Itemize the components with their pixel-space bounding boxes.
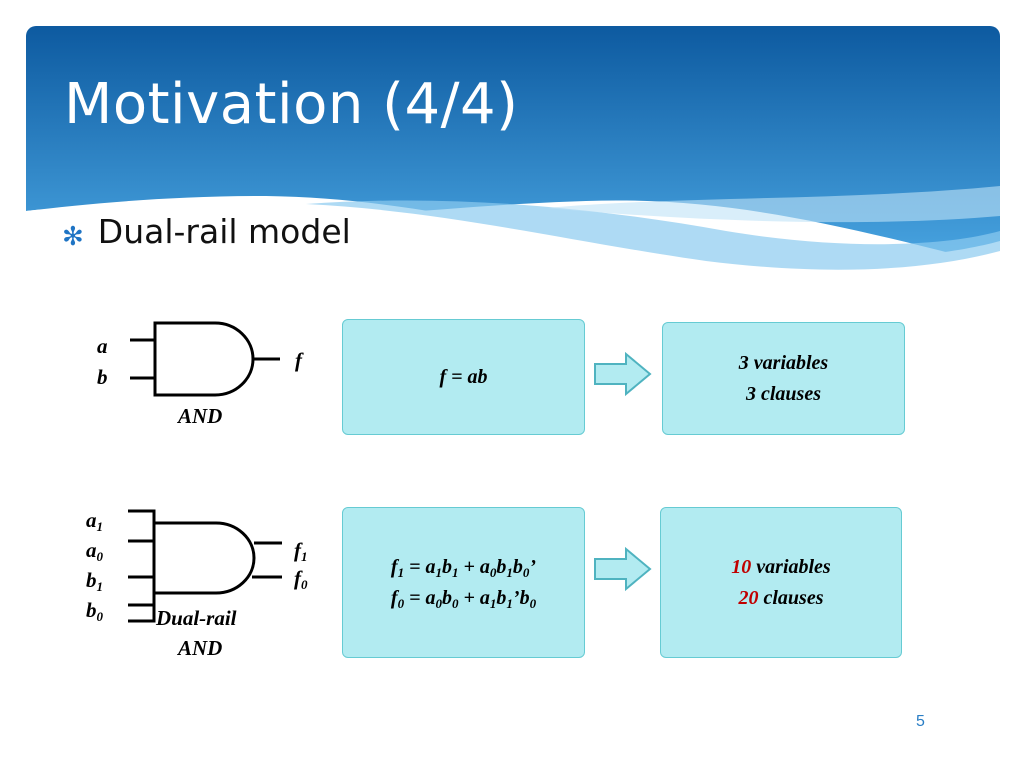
gate-output-f0: f0 (294, 566, 308, 592)
dual-rail-expression-box: f1 = a1b1 + a0b1b0’ f0 = a0b0 + a1b1’b0 (342, 507, 585, 658)
right-arrow-icon (594, 547, 652, 592)
gate-caption-line1: Dual-rail (156, 606, 237, 630)
bullet-text: Dual-rail model (97, 212, 351, 251)
right-arrow-icon (594, 352, 652, 397)
dual-rail-and-gate-symbol (128, 509, 282, 623)
gate-caption-line2: AND (178, 636, 223, 660)
gate-caption: AND (178, 404, 223, 428)
bullet-item: ✻ Dual-rail model (62, 212, 351, 252)
cnf-result-box: 3 variables 3 clauses (662, 322, 905, 435)
equation-f1: f1 = a1b1 + a0b1b0’ (390, 555, 537, 580)
asterisk-bullet-icon: ✻ (62, 222, 84, 252)
variable-count: 3 variables (738, 351, 829, 374)
gate-input-a0: a0 (86, 538, 103, 564)
variable-number: 10 (731, 555, 752, 578)
clause-count: 3 clauses (746, 382, 821, 405)
gate-input-b: b (97, 365, 108, 389)
variable-count: 10 variables (731, 555, 831, 578)
clause-number: 20 (738, 586, 759, 609)
title-banner (26, 26, 1000, 286)
expression-box: f = ab (342, 319, 585, 435)
gate-output-f1: f1 (294, 538, 308, 564)
clause-count: 20 clauses (738, 586, 824, 609)
gate-input-b1: b1 (86, 568, 103, 594)
page-number: 5 (916, 713, 925, 730)
gate-input-a1: a1 (86, 508, 103, 534)
gate-input-a: a (97, 334, 108, 358)
gate-input-b0: b0 (86, 598, 103, 624)
dual-rail-cnf-result-box: 10 variables 20 clauses (660, 507, 902, 658)
boolean-expression: f = ab (439, 365, 488, 388)
gate-output-f: f (295, 348, 302, 372)
slide-title: Motivation (4/4) (64, 72, 519, 137)
banner-wave-graphic (26, 26, 1000, 286)
equation-f0: f0 = a0b0 + a1b1’b0 (390, 586, 537, 611)
and-gate-symbol (130, 321, 280, 397)
